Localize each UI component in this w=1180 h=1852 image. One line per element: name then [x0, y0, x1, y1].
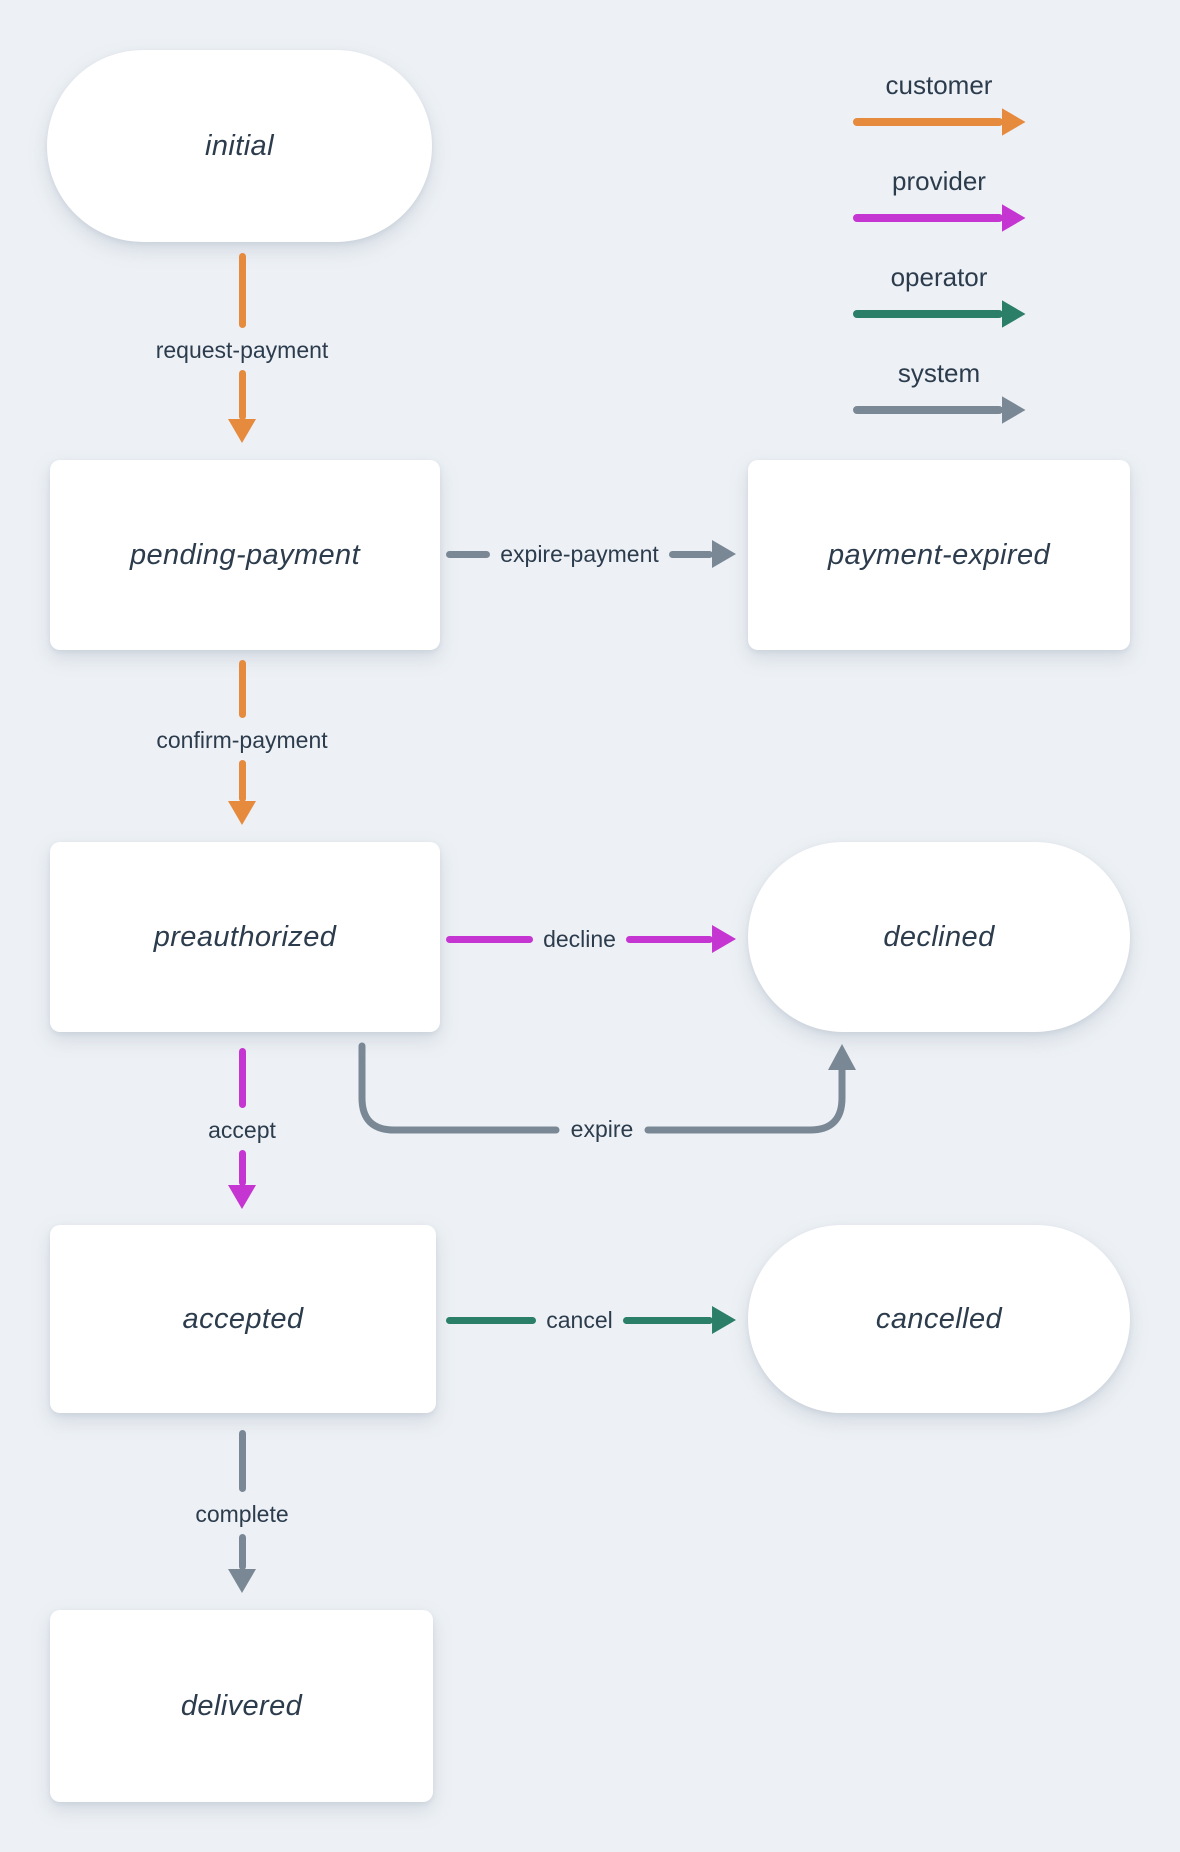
- legend-item-customer: customer: [852, 68, 1026, 136]
- arrow-line: [358, 1042, 560, 1134]
- arrow-line: [238, 253, 246, 328]
- node-label: pending-payment: [129, 538, 361, 571]
- arrow-line: [852, 214, 1003, 222]
- arrow-line: [238, 1048, 246, 1108]
- legend-arrow-operator: [852, 300, 1026, 328]
- legend-label-system: system: [897, 358, 981, 388]
- node-payment-expired: payment-expired: [748, 460, 1130, 650]
- arrow-line: [238, 370, 246, 420]
- edge-label: expire: [570, 1116, 634, 1142]
- edge-label: accept: [208, 1117, 276, 1143]
- node-delivered: delivered: [50, 1610, 433, 1802]
- arrow-line: [852, 118, 1003, 126]
- node-initial: initial: [47, 50, 432, 242]
- legend-arrow-provider: [852, 204, 1026, 232]
- arrow-line: [446, 550, 491, 558]
- arrow-line: [644, 1065, 846, 1134]
- node-label: accepted: [182, 1302, 304, 1335]
- edge-cancel: cancel: [446, 1306, 737, 1334]
- arrow-up-icon: [828, 1044, 856, 1070]
- arrow-line: [238, 1150, 246, 1186]
- edge-accept: accept: [92, 1048, 392, 1209]
- legend-item-operator: operator: [852, 260, 1026, 328]
- node-label: initial: [205, 129, 274, 162]
- arrow-line: [622, 1316, 714, 1324]
- node-label: preauthorized: [153, 920, 337, 953]
- node-accepted: accepted: [50, 1225, 436, 1413]
- edge-label: expire-payment: [500, 540, 659, 567]
- edge-label: confirm-payment: [156, 727, 328, 753]
- node-label: declined: [883, 920, 995, 953]
- arrow-line: [852, 310, 1003, 318]
- legend-label-customer: customer: [885, 70, 993, 100]
- node-label: payment-expired: [828, 538, 1050, 571]
- node-label: delivered: [180, 1689, 303, 1722]
- edge-decline: decline: [446, 925, 737, 953]
- legend-item-system: system: [852, 356, 1026, 424]
- arrow-line: [446, 1316, 537, 1324]
- legend-arrow-customer: [852, 108, 1026, 136]
- edge-expire-payment: expire-payment: [446, 540, 736, 568]
- legend-item-provider: provider: [852, 164, 1026, 232]
- node-label: cancelled: [875, 1302, 1003, 1335]
- edge-label: cancel: [546, 1306, 613, 1333]
- legend: customer provider operator system: [748, 68, 1130, 452]
- arrow-line: [238, 1534, 246, 1570]
- node-pending-payment: pending-payment: [50, 460, 440, 650]
- edge-confirm-payment: confirm-payment: [92, 660, 392, 825]
- node-preauthorized: preauthorized: [50, 842, 440, 1032]
- legend-label-provider: provider: [892, 166, 986, 196]
- edge-request-payment: request-payment: [92, 253, 392, 443]
- arrow-line: [625, 935, 714, 943]
- node-cancelled: cancelled: [748, 1225, 1130, 1413]
- node-declined: declined: [748, 842, 1130, 1032]
- arrow-line: [238, 660, 246, 718]
- edge-label: request-payment: [155, 337, 329, 363]
- arrow-line: [852, 406, 1003, 414]
- arrow-line: [238, 1430, 246, 1492]
- arrow-line: [238, 760, 246, 802]
- arrow-line: [668, 550, 713, 558]
- legend-arrow-system: [852, 396, 1026, 424]
- arrow-line: [446, 935, 534, 943]
- edge-complete: complete: [92, 1430, 392, 1593]
- legend-label-operator: operator: [890, 262, 988, 292]
- edge-label: complete: [195, 1501, 289, 1527]
- edge-label: decline: [543, 925, 616, 952]
